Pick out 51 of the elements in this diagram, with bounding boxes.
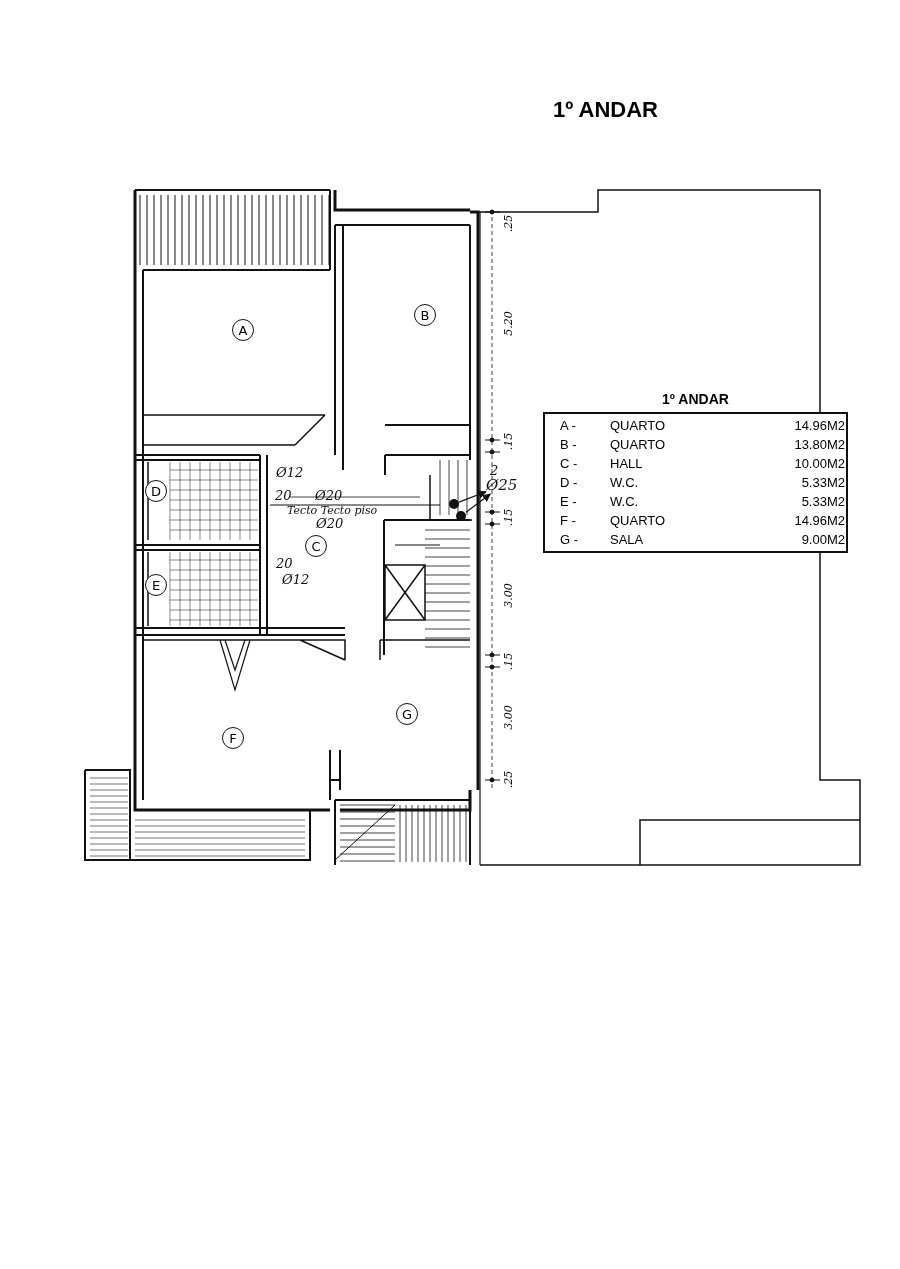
pipe-annotation: Ø25 (486, 478, 518, 493)
room-letter: D - (560, 475, 579, 490)
room-marker: C (305, 535, 327, 557)
pipe-point (449, 499, 459, 509)
dimension-label: 3.00 (502, 583, 514, 608)
room-name: QUARTO (610, 513, 667, 528)
room-marker: G (396, 703, 418, 725)
dimension-label: .15 (503, 508, 515, 527)
pipe-annotation: 20 (276, 557, 293, 570)
page-title: 1º ANDAR (553, 99, 658, 121)
dimension-label: .25 (503, 770, 515, 789)
dimension-label: 3.00 (502, 705, 514, 730)
dimension-label: 5.20 (502, 311, 514, 336)
room-area: 9.00M2 (730, 532, 845, 547)
leader-arrow (458, 490, 487, 503)
pipe-annotation: Ø20 (315, 489, 343, 502)
table-heading: 1º ANDAR (661, 392, 730, 406)
dimension-label: .15 (503, 652, 515, 671)
pipe-point (456, 511, 466, 521)
room-area: 14.96M2 (730, 513, 845, 528)
room-name: QUARTO (610, 418, 667, 433)
room-area: 10.00M2 (730, 456, 845, 471)
pipe-annotation: 20 (275, 489, 292, 502)
room-marker: A (232, 319, 254, 341)
room-area: 13.80M2 (730, 437, 845, 452)
room-letter: A - (560, 418, 577, 433)
room-area: 5.33M2 (730, 475, 845, 490)
pipe-annotation: Ø12 (276, 466, 304, 479)
room-letter: C - (560, 456, 579, 471)
room-name: SALA (610, 532, 645, 547)
pipe-annotation: Ø12 (282, 573, 310, 586)
dimension-label: .25 (503, 214, 515, 233)
room-marker: E (145, 574, 167, 596)
room-name: W.C. (610, 494, 640, 509)
dimension-label: .15 (503, 432, 515, 451)
room-name: QUARTO (610, 437, 667, 452)
room-area: 5.33M2 (730, 494, 845, 509)
pipe-annotation: Tecto Tecto piso (287, 505, 378, 516)
room-letter: G - (560, 532, 580, 547)
room-marker: B (414, 304, 436, 326)
leader-arrow (465, 493, 491, 513)
room-area: 14.96M2 (730, 418, 845, 433)
room-name: W.C. (610, 475, 640, 490)
room-letter: F - (560, 513, 577, 528)
room-marker: F (222, 727, 244, 749)
pipe-annotation: Ø20 (316, 517, 344, 530)
room-letter: E - (560, 494, 578, 509)
pipe-annotation: 2 (490, 464, 499, 477)
room-marker: D (145, 480, 167, 502)
room-name: HALL (610, 456, 644, 471)
room-letter: B - (560, 437, 578, 452)
